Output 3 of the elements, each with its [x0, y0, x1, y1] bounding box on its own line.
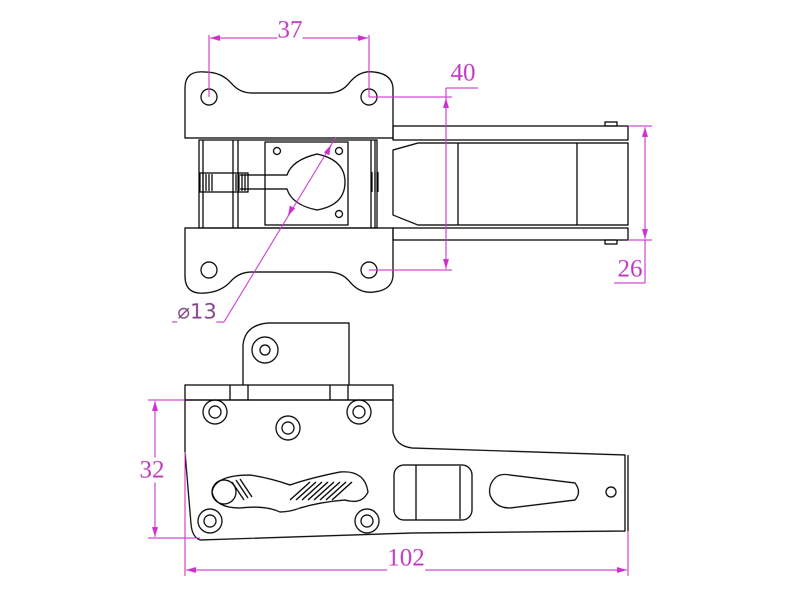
dimension-label: ⌀13	[177, 302, 217, 322]
dimension-label: 102	[387, 546, 425, 570]
dimension-label: 32	[140, 458, 164, 482]
